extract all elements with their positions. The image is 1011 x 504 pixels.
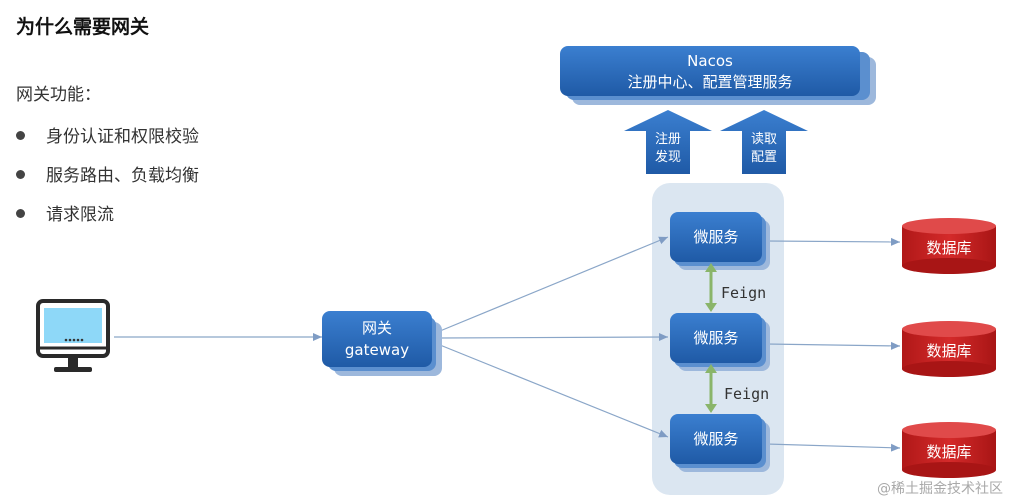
discover-label: 发现 (655, 149, 681, 165)
read-config-arrow: 读取 配置 (720, 110, 808, 174)
gateway-to-service-line (439, 333, 669, 342)
feature-item: 身份认证和权限校验 (16, 122, 199, 147)
bullet-icon (16, 208, 25, 218)
register-label: 注册 (655, 132, 681, 147)
nacos-subtitle: 注册中心、配置管理服务 (627, 73, 792, 91)
config-label: 配置 (751, 150, 777, 165)
microservice-box: 微服务 (670, 313, 770, 371)
gateway-to-service-line (439, 344, 669, 438)
microservice-box: 微服务 (670, 414, 770, 472)
register-discover-arrow: 注册 发现 (624, 110, 712, 174)
gateway-box: 网关 gateway (322, 311, 442, 376)
microservice-label: 微服务 (693, 329, 738, 347)
feature-label: 服务路由、负载均衡 (46, 166, 199, 186)
feature-label: 身份认证和权限校验 (46, 127, 199, 147)
feature-item: 请求限流 (16, 200, 114, 225)
monitor-icon (36, 299, 110, 372)
feign-label: Feign (721, 284, 766, 302)
database-icon: 数据库 (902, 422, 996, 478)
gateway-to-service-line (439, 236, 669, 332)
gateway-label-cn: 网关 (362, 319, 392, 337)
watermark: @稀土掘金技术社区 (877, 481, 1003, 497)
database-label: 数据库 (926, 443, 971, 461)
database-icon: 数据库 (902, 218, 996, 274)
microservice-label: 微服务 (693, 430, 738, 448)
page-title: 为什么需要网关 (16, 16, 150, 38)
feign-connector: Feign (705, 364, 769, 413)
service-to-db-line (765, 341, 901, 350)
feign-label: Feign (724, 385, 769, 403)
nacos-title: Nacos (687, 52, 733, 70)
database-label: 数据库 (926, 342, 971, 360)
nacos-box: Nacos 注册中心、配置管理服务 (560, 46, 876, 105)
microservice-box: 微服务 (670, 212, 770, 270)
database-icon: 数据库 (902, 321, 996, 377)
bullet-icon (16, 169, 25, 179)
microservice-label: 微服务 (693, 228, 738, 246)
features-heading: 网关功能： (16, 85, 101, 105)
gateway-label-en: gateway (345, 341, 409, 359)
service-to-db-line (765, 237, 901, 246)
feign-connector: Feign (705, 263, 766, 312)
service-to-db-line (765, 443, 901, 452)
bullet-icon (16, 130, 25, 140)
read-label: 读取 (751, 132, 777, 147)
feature-label: 请求限流 (46, 205, 114, 225)
feature-item: 服务路由、负载均衡 (16, 161, 199, 186)
database-label: 数据库 (926, 239, 971, 257)
